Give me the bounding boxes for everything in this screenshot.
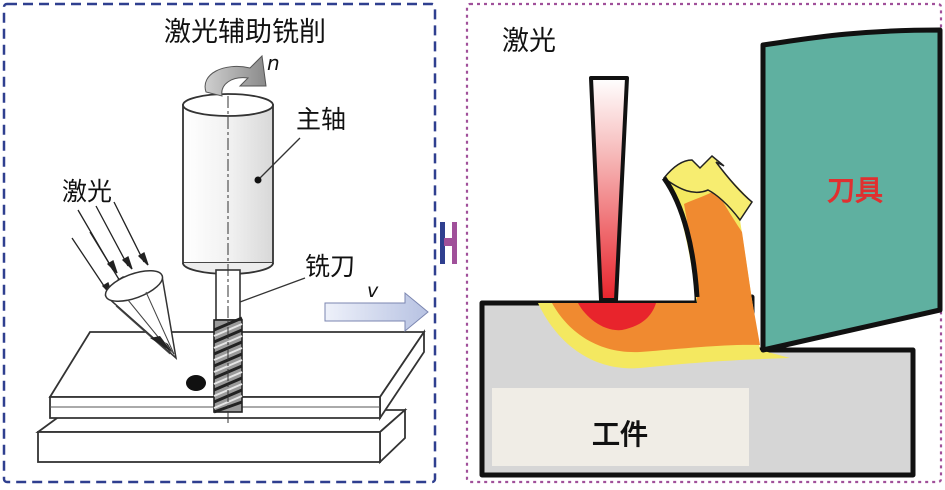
laser-spot: [186, 375, 206, 391]
laser-beam: [589, 76, 629, 302]
feed-symbol: v: [367, 280, 379, 302]
panel-divider-mark: [440, 222, 457, 264]
chip-outline: [661, 176, 700, 298]
cutter-label: 铣刀: [305, 252, 355, 281]
spindle-leader-line: [259, 137, 301, 179]
left-title: 激光辅助铣削: [164, 17, 326, 48]
laser-focusing-cone: [104, 270, 178, 360]
feed-arrow-icon: [324, 291, 429, 333]
cutting-tool: [760, 27, 943, 353]
left-panel: 激光辅助铣削 n: [2, 2, 437, 484]
laser-label-left: 激光: [62, 177, 112, 206]
heat-zone-orange: [552, 190, 760, 353]
workpiece-label-box: [492, 388, 749, 466]
heat-zone-red: [578, 303, 656, 331]
tool-label: 刀具: [827, 174, 883, 207]
cutter-leader-line: [239, 277, 306, 303]
laser-label-right: 激光: [502, 26, 556, 57]
rotation-symbol: n: [267, 51, 280, 75]
chip-top: [662, 154, 753, 222]
workpiece-label: 工件: [592, 418, 648, 451]
right-panel: 激光 刀具 工件: [465, 2, 943, 484]
spindle-label: 主轴: [296, 105, 346, 134]
rotation-arrow-icon: [204, 54, 267, 97]
left-panel-border: [2, 2, 437, 484]
